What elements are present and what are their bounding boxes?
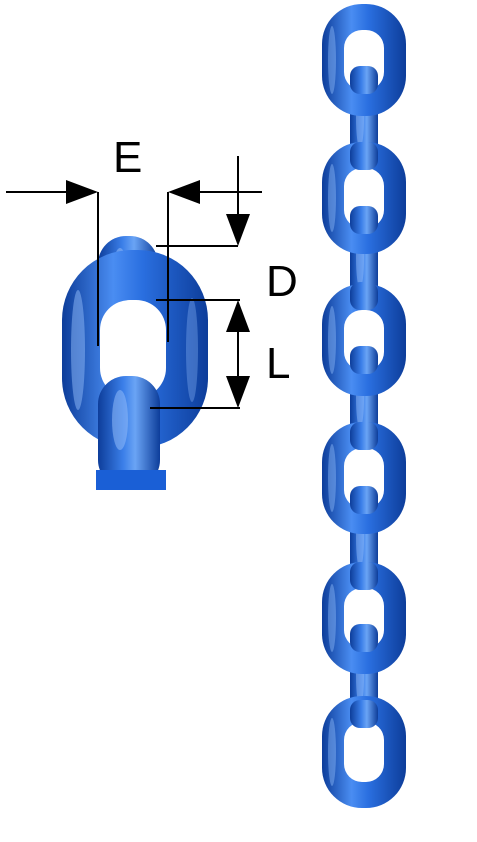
closeup-lower-link-cut	[96, 470, 166, 490]
chain-link-overlap	[350, 486, 378, 514]
l-arrowhead-bottom	[226, 376, 250, 408]
chain-link-overlap	[350, 142, 378, 170]
chain-front-link-highlight	[328, 718, 336, 786]
e-arrowhead-right	[168, 180, 200, 204]
chain-link-overlap	[350, 346, 378, 374]
chain-front-link-highlight	[328, 26, 336, 94]
l-arrowhead-top	[226, 300, 250, 332]
chain-front-link-highlight	[328, 584, 336, 652]
label-l: L	[266, 339, 290, 388]
chain-front-link-highlight	[328, 444, 336, 512]
chain-link-overlap	[350, 624, 378, 652]
chain-front-link-highlight	[328, 164, 336, 232]
chain-front-link-highlight	[328, 306, 336, 374]
chain-link-overlap	[350, 562, 378, 590]
chain-link-overlap	[350, 66, 378, 94]
chain-front-link-opening	[344, 722, 384, 782]
chain-link-overlap	[350, 700, 378, 728]
closeup-chain	[62, 236, 208, 490]
closeup-main-link-opening	[100, 300, 166, 398]
e-arrowhead-left	[66, 180, 98, 204]
closeup-lower-link-highlight	[112, 390, 128, 450]
d-arrowhead	[226, 214, 250, 246]
closeup-main-link-highlight-left	[71, 290, 85, 410]
dimension-lines	[6, 156, 262, 409]
label-d: D	[266, 257, 298, 306]
long-chain	[322, 4, 406, 808]
label-e: E	[113, 133, 142, 182]
chain-link-overlap	[350, 282, 378, 310]
chain-link-overlap	[350, 422, 378, 450]
closeup-main-link-highlight-right	[186, 298, 198, 402]
chain-link-overlap	[350, 206, 378, 234]
dimension-arrowheads	[66, 180, 250, 408]
